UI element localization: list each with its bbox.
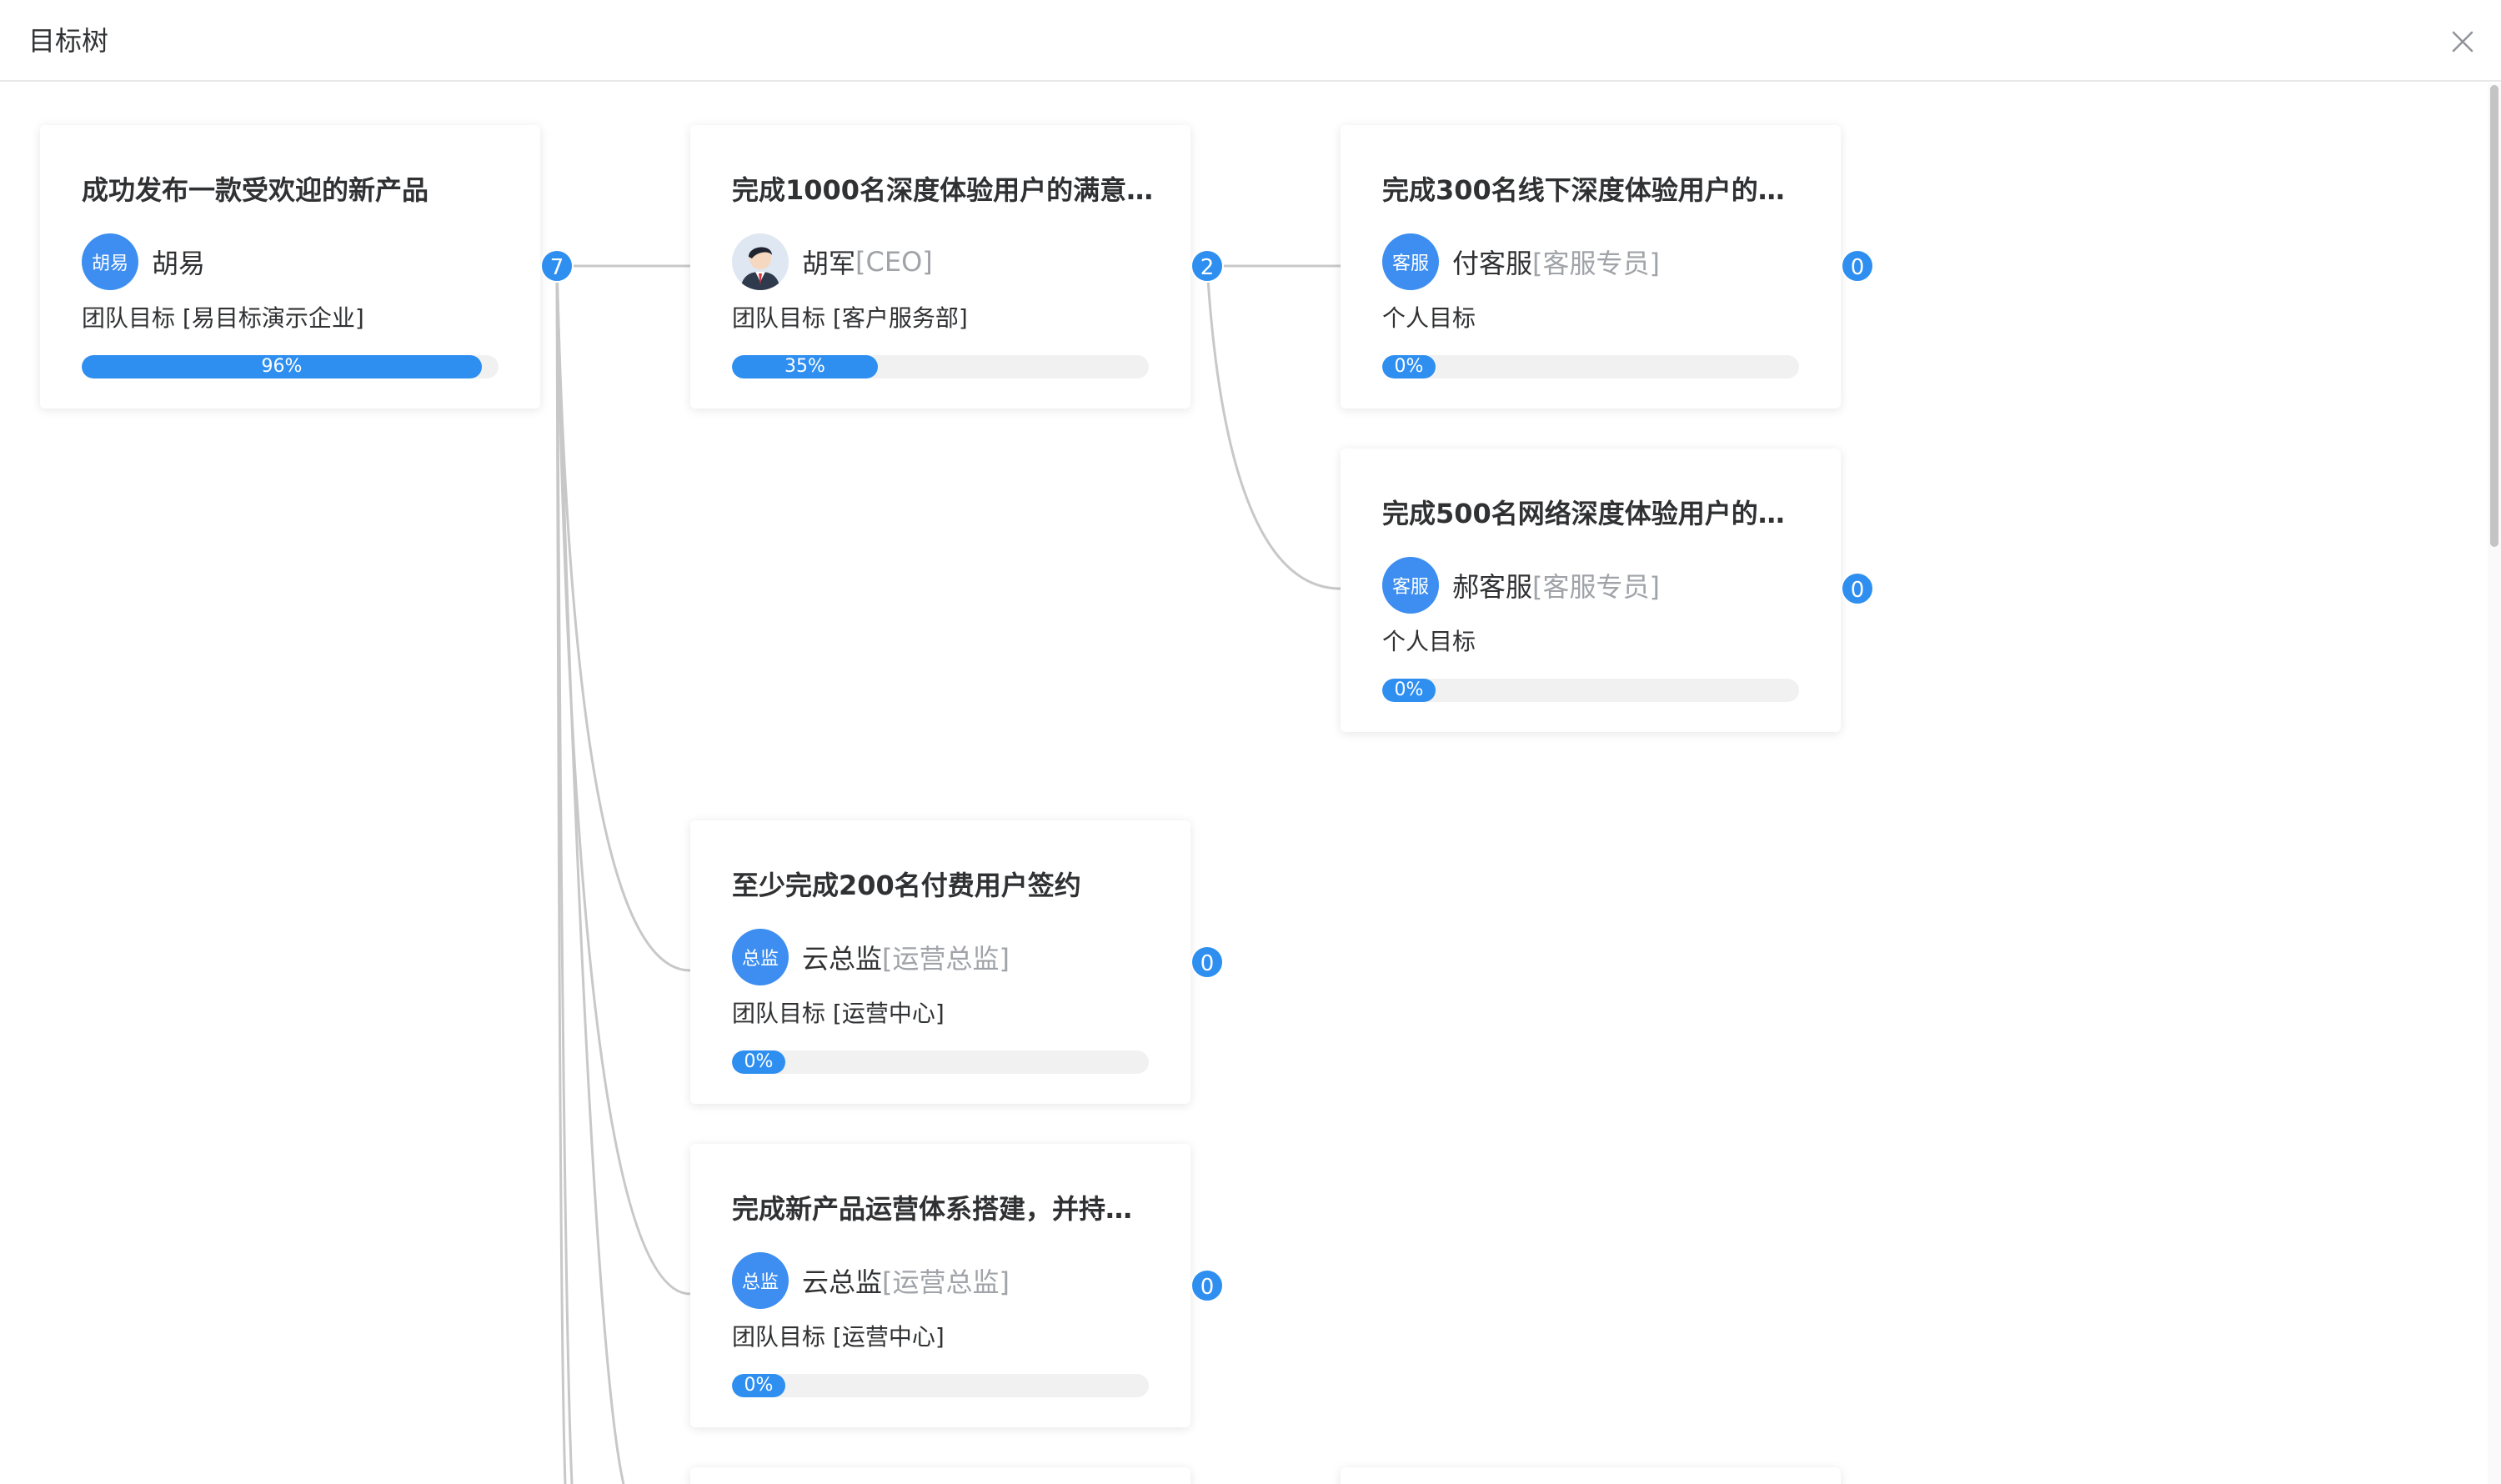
person-avatar-icon (732, 233, 789, 290)
tree-links (555, 264, 1341, 1484)
progress-bar: 0% (732, 1374, 1149, 1397)
owner-row: 客服 付客服[客服专员] (1382, 233, 1660, 290)
owner-row: 胡易 胡易 (82, 233, 205, 290)
owner-role: [CEO] (855, 246, 933, 278)
close-icon[interactable] (2446, 25, 2479, 58)
link-root-to-offscreen-2 (555, 265, 567, 1484)
children-count-badge[interactable]: 2 (1190, 249, 1224, 283)
owner-name: 云总监 (802, 1266, 883, 1298)
goal-card[interactable]: 至少完成200名付费用户签约 总监 云总监[运营总监] 团队目标 [运营中心] … (690, 820, 1190, 1104)
link-node1-to-node3 (1205, 265, 1341, 590)
avatar: 客服 (1382, 557, 1439, 614)
link-root-to-offscreen-3 (555, 265, 625, 1484)
goal-type: 团队目标 [运营中心] (732, 1323, 945, 1351)
progress-fill: 35% (732, 355, 878, 379)
children-count-badge[interactable]: 0 (1841, 249, 1874, 283)
owner-name: 郝客服 (1452, 571, 1533, 603)
owner-row: 总监 云总监[运营总监] (732, 1252, 1010, 1309)
dialog-header: 目标树 (0, 0, 2501, 82)
owner-row: 胡军[CEO] (732, 233, 933, 290)
goal-title: 完成新产品运营体系搭建，并持… (732, 1193, 1133, 1225)
goal-card-partial[interactable] (690, 1467, 1190, 1484)
owner-row: 客服 郝客服[客服专员] (1382, 557, 1660, 614)
progress-label: 0% (1394, 679, 1424, 700)
progress-label: 96% (261, 356, 303, 377)
owner-role: [运营总监] (882, 1266, 1010, 1298)
goal-title: 成功发布一款受欢迎的新产品 (82, 174, 429, 206)
goal-type: 团队目标 [客户服务部] (732, 304, 968, 332)
progress-bar: 0% (1382, 679, 1799, 702)
goal-title: 完成500名网络深度体验用户的… (1382, 498, 1785, 529)
link-root-to-node5 (555, 265, 691, 1296)
scrollbar-thumb[interactable] (2490, 85, 2498, 547)
owner-row: 总监 云总监[运营总监] (732, 929, 1010, 985)
goal-title: 至少完成200名付费用户签约 (732, 870, 1081, 901)
progress-fill: 0% (732, 1374, 785, 1397)
goal-card-root[interactable]: 成功发布一款受欢迎的新产品 胡易 胡易 团队目标 [易目标演示企业] 96% (40, 125, 540, 409)
progress-bar: 0% (732, 1050, 1149, 1074)
progress-label: 0% (744, 1375, 774, 1396)
goal-type: 团队目标 [易目标演示企业] (82, 304, 364, 332)
progress-label: 0% (1394, 356, 1424, 377)
goal-type: 个人目标 (1382, 304, 1476, 332)
children-count-badge[interactable]: 0 (1190, 945, 1224, 979)
owner-role: [客服专员] (1532, 248, 1660, 279)
dialog-title: 目标树 (28, 25, 109, 57)
progress-bar: 35% (732, 355, 1149, 379)
progress-label: 0% (744, 1051, 774, 1072)
goal-card-partial[interactable] (1341, 1467, 1841, 1484)
progress-fill: 96% (82, 355, 482, 379)
avatar: 总监 (732, 929, 789, 985)
progress-fill: 0% (1382, 355, 1436, 379)
avatar: 客服 (1382, 233, 1439, 290)
owner-name: 胡易 (152, 248, 206, 279)
avatar: 总监 (732, 1252, 789, 1309)
goal-title: 完成300名线下深度体验用户的… (1382, 174, 1785, 206)
goal-card[interactable]: 完成1000名深度体验用户的满意… 胡军[CEO] 团队目标 [客户服务部] 3… (690, 125, 1190, 409)
owner-name: 付客服 (1452, 248, 1533, 279)
owner-name: 胡军 (802, 248, 856, 279)
goal-card[interactable]: 完成300名线下深度体验用户的… 客服 付客服[客服专员] 个人目标 0% (1341, 125, 1841, 409)
owner-name: 云总监 (802, 943, 883, 975)
owner-role: [运营总监] (882, 943, 1010, 975)
children-count-badge[interactable]: 0 (1841, 572, 1874, 605)
goal-card[interactable]: 完成500名网络深度体验用户的… 客服 郝客服[客服专员] 个人目标 0% (1341, 449, 1841, 732)
progress-fill: 0% (1382, 679, 1436, 702)
goal-title: 完成1000名深度体验用户的满意… (732, 174, 1154, 206)
avatar: 胡易 (82, 233, 138, 290)
children-count-badge[interactable]: 7 (540, 249, 574, 283)
progress-fill: 0% (732, 1050, 785, 1074)
goal-tree-canvas[interactable]: 成功发布一款受欢迎的新产品 胡易 胡易 团队目标 [易目标演示企业] 96% 7… (0, 83, 2484, 1484)
progress-bar: 96% (82, 355, 499, 379)
goal-type: 个人目标 (1382, 628, 1476, 655)
children-count-badge[interactable]: 0 (1190, 1269, 1224, 1302)
goal-type: 团队目标 [运营中心] (732, 1000, 945, 1027)
progress-bar: 0% (1382, 355, 1799, 379)
owner-role: [客服专员] (1532, 571, 1660, 603)
progress-label: 35% (784, 356, 825, 377)
goal-card[interactable]: 完成新产品运营体系搭建，并持… 总监 云总监[运营总监] 团队目标 [运营中心]… (690, 1144, 1190, 1427)
